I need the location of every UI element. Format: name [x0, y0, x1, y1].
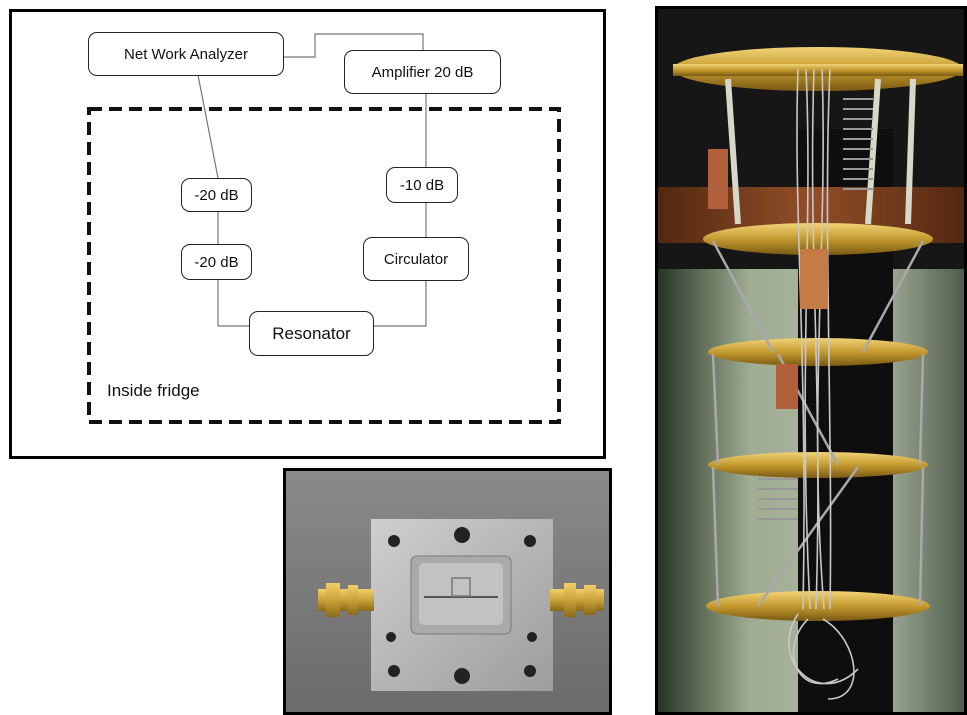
line-resonator-circulator — [373, 281, 426, 326]
amplifier-box: Amplifier 20 dB — [344, 50, 501, 94]
attenuator-10-box: -10 dB — [386, 167, 458, 203]
attenuator-bottom-label: -20 dB — [194, 254, 238, 271]
circulator-box: Circulator — [363, 237, 469, 281]
network-analyzer-box: Net Work Analyzer — [88, 32, 284, 76]
attenuator-top-box: -20 dB — [181, 178, 252, 212]
resonator-label: Resonator — [272, 324, 350, 344]
circulator-label: Circulator — [384, 251, 448, 268]
resonator-illustration — [286, 471, 609, 712]
resonator-box: Resonator — [249, 311, 374, 356]
network-analyzer-label: Net Work Analyzer — [124, 46, 248, 63]
setup-diagram-panel: Net Work Analyzer Amplifier 20 dB -20 dB… — [9, 9, 606, 459]
attenuator-bottom-box: -20 dB — [181, 244, 252, 280]
plate-5 — [706, 591, 930, 621]
fridge-boundary — [89, 109, 559, 422]
attenuator-10-label: -10 dB — [400, 177, 444, 194]
inside-fridge-label: Inside fridge — [107, 381, 200, 401]
resonator-photo — [283, 468, 612, 715]
line-analyzer-attenuator — [198, 75, 218, 178]
diagram-connections — [12, 12, 603, 456]
attenuator-top-label: -20 dB — [194, 187, 238, 204]
fridge-illustration — [658, 9, 964, 712]
amplifier-label: Amplifier 20 dB — [372, 64, 474, 81]
dilution-fridge-photo — [655, 6, 967, 715]
line-attenuator-resonator — [218, 279, 250, 326]
